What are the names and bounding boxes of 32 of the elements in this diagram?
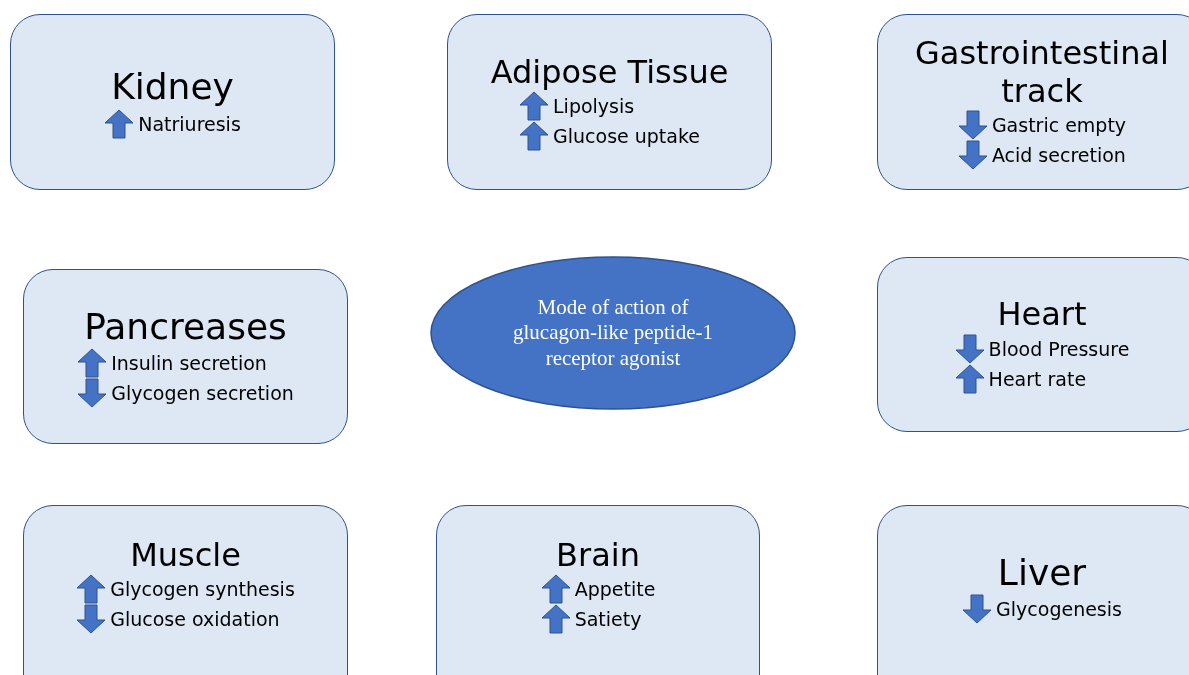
organ-heading: Muscle <box>130 535 241 575</box>
organ-box <box>10 14 335 190</box>
organ-heading: Adipose Tissue <box>490 52 729 92</box>
effect-text: Gastric empty <box>991 113 1127 139</box>
organ-box <box>447 14 772 190</box>
effect-text: Appetite <box>574 577 656 603</box>
organ-heading: Liver <box>997 550 1087 595</box>
organ-heading: Pancreases <box>84 304 287 349</box>
organ-heading: Kidney <box>111 65 234 109</box>
effect-text: Acid secretion <box>991 143 1126 169</box>
effect-text: Satiety <box>574 607 642 633</box>
organ-box <box>23 505 348 675</box>
effect-text: Glucose uptake <box>553 124 700 150</box>
effect-text: Glycogen synthesis <box>110 577 295 603</box>
effect-text: Insulin secretion <box>111 351 267 377</box>
center-title: Mode of action of glucagon-like peptide-1 receptor agonist <box>512 294 714 372</box>
effect-text: Glycogen secretion <box>111 381 294 407</box>
organ-box <box>23 269 348 444</box>
effect-text: Blood Pressure <box>988 336 1130 362</box>
organ-box <box>877 505 1189 675</box>
effect-text: Glycogenesis <box>996 597 1122 623</box>
organ-box <box>877 14 1189 190</box>
center-ellipse <box>430 256 796 410</box>
effect-text: Glucose oxidation <box>110 607 280 633</box>
effect-text: Natriuresis <box>138 111 241 137</box>
organ-box <box>436 505 760 675</box>
organ-heading: Brain <box>556 535 640 575</box>
organ-box <box>877 257 1189 432</box>
effect-text: Lipolysis <box>553 94 635 120</box>
organ-heading: Heart <box>997 295 1087 334</box>
organ-heading: Gastrointestinal track <box>914 33 1170 111</box>
effect-text: Heart rate <box>988 366 1087 392</box>
